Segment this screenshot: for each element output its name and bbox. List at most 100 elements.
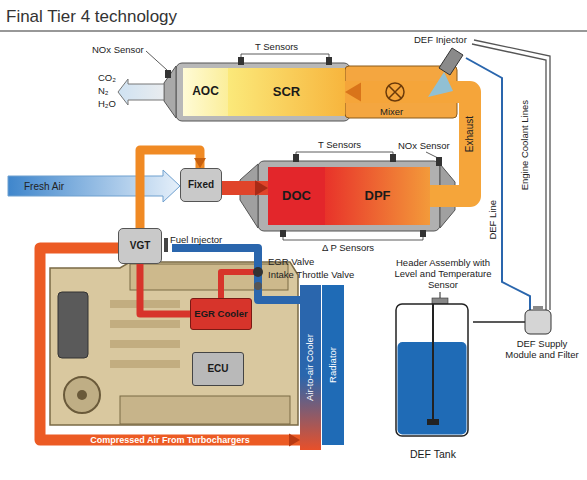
node-text: AOC [192, 85, 219, 99]
temperature-sensor [238, 57, 244, 65]
dpf-canister-shell [258, 161, 440, 231]
connector-line [40, 248, 300, 440]
oil-pan [120, 396, 290, 424]
text-label: DEF Injector [414, 34, 467, 45]
node-text: VGT [130, 240, 151, 252]
pressure-sensor [280, 230, 286, 237]
node-text: DPF [365, 189, 391, 204]
module-body [525, 310, 551, 334]
text-label: DEF Line [487, 200, 498, 240]
temperature-sensor [293, 154, 299, 162]
node-text: DOC [282, 189, 311, 204]
charge-air-cooler: Air-to-air Cooler [300, 285, 321, 450]
text-label: Fuel Injector [170, 234, 222, 245]
oil-filter [58, 292, 88, 358]
catalyst-section: DOC [268, 167, 325, 225]
turbocharger: Fixed [180, 168, 222, 202]
temperature-sensor [390, 154, 396, 162]
engine-rib [110, 320, 180, 328]
engine-rib [110, 360, 180, 368]
node-text: DEF Supply Module and Filter [505, 339, 579, 361]
text-label: T Sensors [255, 41, 298, 52]
filter-section: DPF [325, 167, 430, 225]
catalyst-section: SCR [228, 68, 345, 116]
arrow-head [345, 82, 361, 101]
canister-cone [164, 66, 176, 118]
control-unit: ECU [192, 352, 244, 386]
bracket [296, 152, 393, 155]
pressure-sensor [420, 230, 426, 237]
level-sensor [432, 304, 434, 422]
text-label: Fresh Air [24, 181, 64, 192]
egr-cooler: EGR Cooler [190, 298, 252, 330]
text-label: NOx Sensor [398, 140, 450, 151]
def-injector [439, 48, 463, 75]
diagram-title: Final Tier 4 technology [6, 7, 177, 27]
engine-rib [110, 300, 180, 308]
flow-connector [40, 248, 300, 447]
title-rule [0, 30, 587, 31]
text-label: Header Assembly with Level and Temperatu… [390, 257, 496, 290]
text-label: NOx Sensor [92, 44, 144, 55]
flow-connector [473, 322, 505, 323]
level-float [427, 419, 439, 425]
tank-body [396, 304, 468, 436]
connector-line [222, 181, 268, 195]
engine-rib [110, 340, 180, 348]
pulley-hub [77, 390, 87, 400]
temperature-sensor [326, 57, 332, 65]
egr-pipe [140, 264, 190, 314]
nox-sensor [165, 70, 171, 78]
connector-label: Exhaust [464, 116, 475, 152]
supply-module: DEF Supply Module and Filter [505, 305, 579, 385]
node-text: DEF Tank [393, 448, 473, 460]
connector-line [473, 321, 505, 323]
text-label: Engine Coolant Lines [519, 100, 530, 190]
egr-valve [253, 267, 263, 277]
node-text: Radiator [328, 347, 339, 383]
module-outline [505, 305, 579, 337]
pulley [64, 377, 100, 413]
text-label: Δ P Sensors [322, 242, 374, 253]
tank-outline [393, 302, 473, 440]
text-label: N₂ [98, 85, 109, 96]
node-text: Fixed [188, 179, 214, 191]
leader-line [146, 51, 167, 70]
def-tank: DEF Tank [393, 302, 473, 460]
bracket [241, 54, 329, 57]
module-cap [533, 306, 543, 311]
header-assembly [432, 298, 448, 304]
throttle-valve [254, 282, 262, 290]
bracket [283, 237, 423, 240]
scr-canister-shell [176, 63, 350, 121]
cylinder-head [130, 264, 288, 290]
turbocharger: VGT [118, 228, 162, 264]
arrow-head [289, 433, 300, 446]
text-label: H₂O [98, 98, 116, 109]
arrow-head [194, 158, 206, 168]
text-label: T Sensors [318, 139, 361, 150]
text-label: Intake Throttle Valve [268, 269, 354, 280]
supply-line [505, 321, 525, 323]
node-text: SCR [273, 85, 300, 100]
tailpipe-arrow [118, 79, 164, 105]
node-text: ECU [207, 363, 228, 375]
fuel-injector [164, 238, 168, 252]
text-label: Mixer [380, 106, 403, 117]
connector-label: Compressed Air From Turbochargers [70, 435, 270, 446]
fresh-air-arrow [8, 170, 180, 202]
flow-connector [222, 180, 268, 196]
egr-pipe [221, 272, 258, 298]
arrow-head [255, 180, 268, 196]
radiator: Radiator [322, 285, 344, 445]
text-label: EGR Valve [268, 256, 314, 267]
catalyst-section: AOC [183, 68, 228, 116]
engine-block [50, 262, 298, 425]
text-label: CO₂ [98, 72, 116, 83]
nox-sensor [436, 157, 442, 166]
node-text: Air-to-air Cooler [305, 334, 316, 401]
node-text: EGR Cooler [194, 309, 247, 320]
leader-line [426, 152, 438, 158]
canister-cone [240, 164, 258, 228]
